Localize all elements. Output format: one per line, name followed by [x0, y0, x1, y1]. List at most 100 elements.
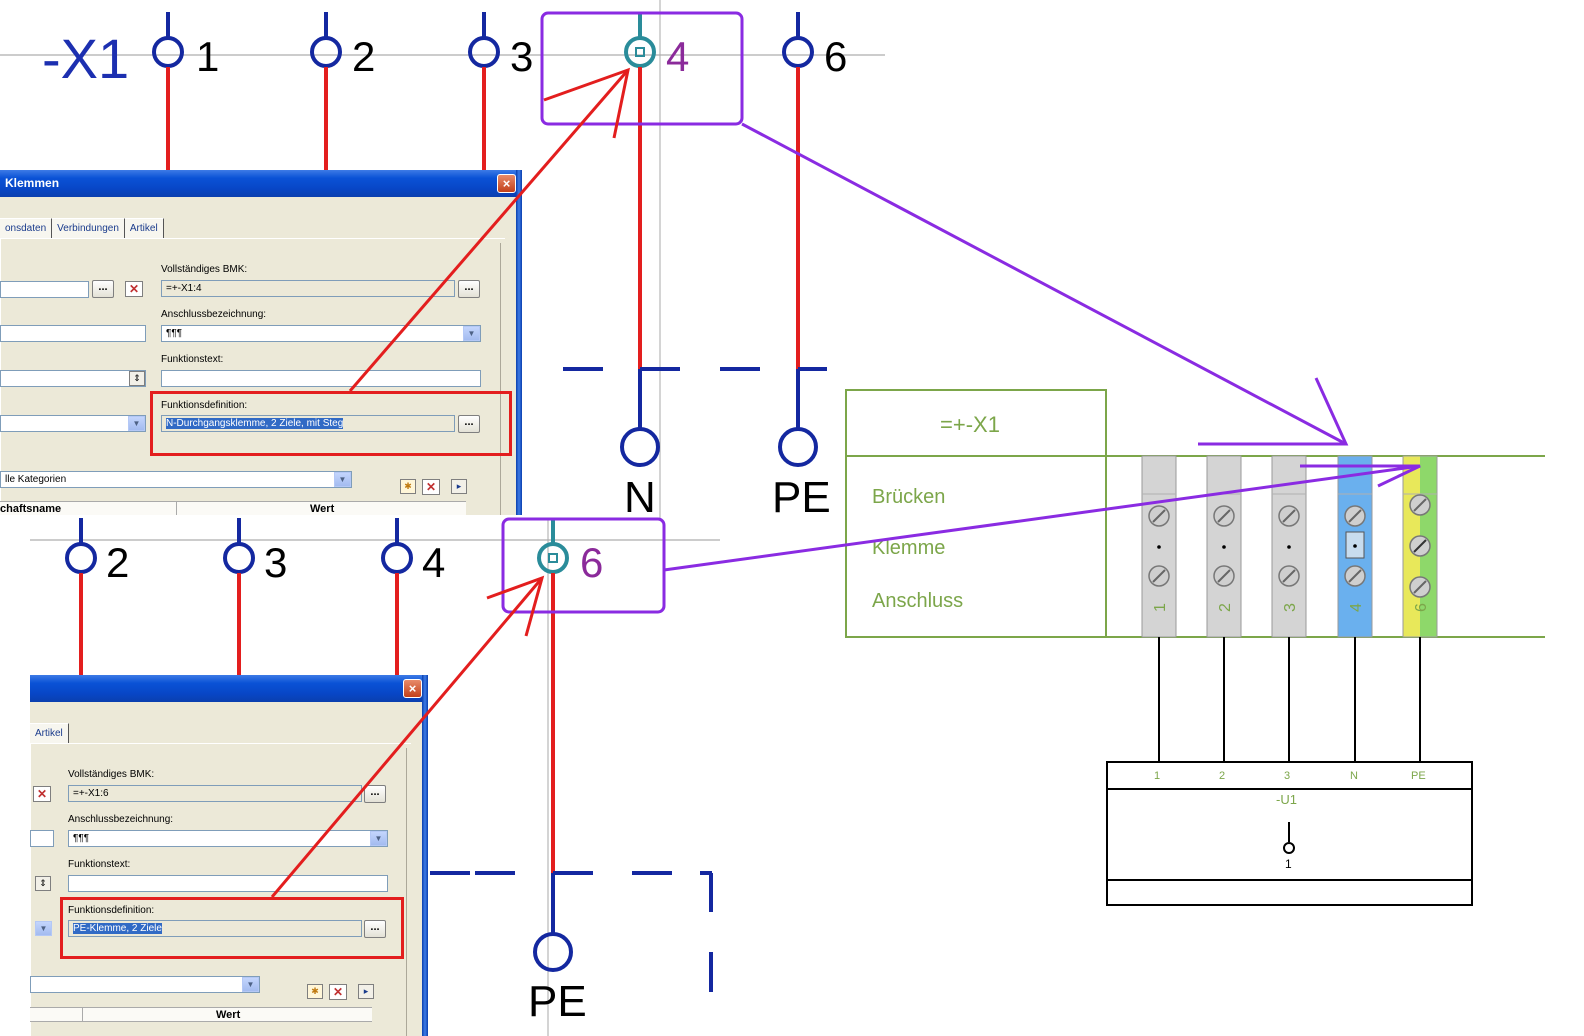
browse-button[interactable]: ... — [364, 785, 386, 803]
tab-verbindungen[interactable]: Verbindungen — [52, 218, 125, 239]
col-header-value[interactable]: Wert — [216, 1009, 241, 1021]
row-label-klemme: Klemme — [872, 537, 945, 559]
browse-button[interactable]: ... — [92, 280, 114, 298]
clear-icon[interactable]: ✕ — [33, 786, 51, 802]
device-pin-label: N — [1350, 770, 1358, 782]
left-field-2[interactable] — [0, 325, 146, 342]
dialog-title: Klemmen — [5, 176, 60, 190]
col-header-name[interactable]: chaftsname — [0, 503, 62, 515]
function-def-value: PE-Klemme, 2 Ziele — [73, 923, 162, 934]
device-pin-label: 2 — [1219, 770, 1225, 782]
function-def-label: Funktionsdefinition: — [161, 400, 248, 411]
terminal-block-6[interactable]: 6 — [1402, 455, 1438, 638]
row-label-anschluss: Anschluss — [872, 590, 963, 612]
terminal-strip: =+-X1 Brücken Klemme Anschluss — [845, 389, 1545, 638]
spinner-icon[interactable]: ⇕ — [35, 876, 51, 891]
function-text-field[interactable] — [68, 875, 388, 892]
close-icon[interactable]: × — [497, 174, 516, 193]
clear-icon[interactable]: ✕ — [125, 281, 143, 297]
dialog-titlebar[interactable]: Klemmen × — [0, 170, 522, 197]
top-terminal-3[interactable]: 3 — [468, 12, 533, 170]
new-row-icon[interactable]: ✱ — [307, 984, 323, 999]
full-bmk-label: Vollständiges BMK: — [161, 264, 248, 275]
dialog-border — [422, 675, 428, 1036]
terminal-block-number: 2 — [1217, 603, 1234, 612]
highlight-function-def-bottom — [60, 897, 404, 959]
new-row-icon[interactable]: ✱ — [400, 479, 416, 494]
device-pin-label: PE — [1411, 770, 1426, 782]
spinner-icon[interactable]: ⇕ — [129, 371, 145, 386]
col-header-value[interactable]: Wert — [310, 503, 335, 515]
category-select[interactable] — [30, 976, 260, 993]
dialog-titlebar[interactable]: × — [30, 675, 428, 702]
bottom-terminal-6[interactable]: 6 — [537, 518, 603, 873]
device-pin-label: 3 — [1284, 770, 1290, 782]
browse-button[interactable]: ... — [458, 415, 480, 433]
chevron-down-icon[interactable]: ▼ — [334, 472, 351, 487]
dialog-tabs: Artikel — [30, 723, 69, 744]
property-grid-header: Wert — [30, 1007, 372, 1022]
tab-artikel[interactable]: Artikel — [124, 218, 164, 239]
function-text-label: Funktionstext: — [161, 354, 224, 365]
top-terminal-2[interactable]: 2 — [310, 12, 375, 170]
chevron-down-icon[interactable]: ▼ — [370, 831, 387, 846]
terminal-number: 3 — [510, 33, 533, 80]
connection-label: Anschlussbezeichnung: — [161, 309, 267, 320]
function-text-field[interactable] — [161, 370, 481, 387]
terminal-block-2[interactable]: 2 — [1206, 455, 1242, 638]
terminal-block-number: 3 — [1282, 603, 1299, 612]
device-tag: -U1 — [1276, 792, 1297, 807]
top-terminal-6[interactable]: 6 — [782, 12, 847, 370]
terminal-number: 6 — [580, 539, 603, 586]
left-field-1[interactable] — [0, 281, 89, 298]
terminal-block-4[interactable]: 4 — [1337, 455, 1373, 638]
device-pin-label: 1 — [1154, 770, 1160, 782]
chevron-down-icon[interactable]: ▼ — [35, 921, 52, 936]
terminal-block-3[interactable]: 3 — [1271, 455, 1307, 638]
close-icon[interactable]: × — [403, 679, 422, 698]
delete-icon[interactable]: ✕ — [422, 479, 440, 495]
chevron-down-icon[interactable]: ▼ — [242, 977, 259, 992]
left-field-4[interactable] — [0, 415, 146, 432]
connection-select[interactable]: ¶¶¶ — [68, 830, 388, 847]
play-icon[interactable]: ▸ — [451, 479, 467, 494]
highlight-function-def-top — [150, 391, 512, 456]
terminal-number: 4 — [422, 539, 445, 586]
bottom-terminal-2[interactable]: 2 — [65, 518, 129, 675]
browse-button[interactable]: ... — [458, 280, 480, 298]
function-def-field[interactable]: PE-Klemme, 2 Ziele — [68, 920, 362, 937]
bottom-terminal-3[interactable]: 3 — [223, 518, 287, 675]
left-field-3[interactable] — [0, 370, 146, 387]
terminal-block-1[interactable]: 1 — [1141, 455, 1177, 638]
function-def-field[interactable]: N-Durchgangsklemme, 2 Ziele, mit Steg — [161, 415, 455, 432]
chevron-down-icon[interactable]: ▼ — [128, 416, 145, 431]
function-text-label: Funktionstext: — [68, 859, 131, 870]
tab-artikel[interactable]: Artikel — [30, 723, 69, 744]
top-terminal-4[interactable]: 4 — [624, 12, 689, 370]
full-bmk-field[interactable]: =+-X1:6 — [68, 785, 362, 802]
klemmen-dialog-top: Klemmen × onsdaten Verbindungen Artikel … — [0, 170, 522, 515]
bottom-terminal-4[interactable]: 4 — [381, 518, 445, 675]
dialog-tabs: onsdaten Verbindungen Artikel — [0, 218, 164, 239]
chevron-down-icon[interactable]: ▼ — [463, 326, 480, 341]
category-select[interactable]: lle Kategorien — [0, 471, 352, 488]
terminal-number: 6 — [824, 33, 847, 80]
delete-icon[interactable]: ✕ — [329, 984, 347, 1000]
dialog-border — [516, 170, 522, 515]
play-icon[interactable]: ▸ — [358, 984, 374, 999]
terminal-number: 2 — [106, 539, 129, 586]
terminal-number: 4 — [666, 33, 689, 80]
top-terminal-1[interactable]: 1 — [152, 12, 219, 170]
left-field-2[interactable] — [30, 830, 54, 847]
device-inner-pin: 1 — [1285, 857, 1292, 871]
connection-select[interactable]: ¶¶¶ — [161, 325, 481, 342]
browse-button[interactable]: ... — [364, 920, 386, 938]
function-def-value: N-Durchgangsklemme, 2 Ziele, mit Steg — [166, 418, 344, 429]
tab-funktionsdaten[interactable]: onsdaten — [0, 218, 53, 239]
device-box[interactable]: 1 2 3 N PE -U1 1 — [1106, 761, 1473, 906]
full-bmk-field[interactable]: =+-X1:4 — [161, 280, 455, 297]
connection-label: Anschlussbezeichnung: — [68, 814, 174, 825]
strip-header: =+-X1 — [940, 412, 1000, 437]
function-def-label: Funktionsdefinition: — [68, 905, 155, 916]
